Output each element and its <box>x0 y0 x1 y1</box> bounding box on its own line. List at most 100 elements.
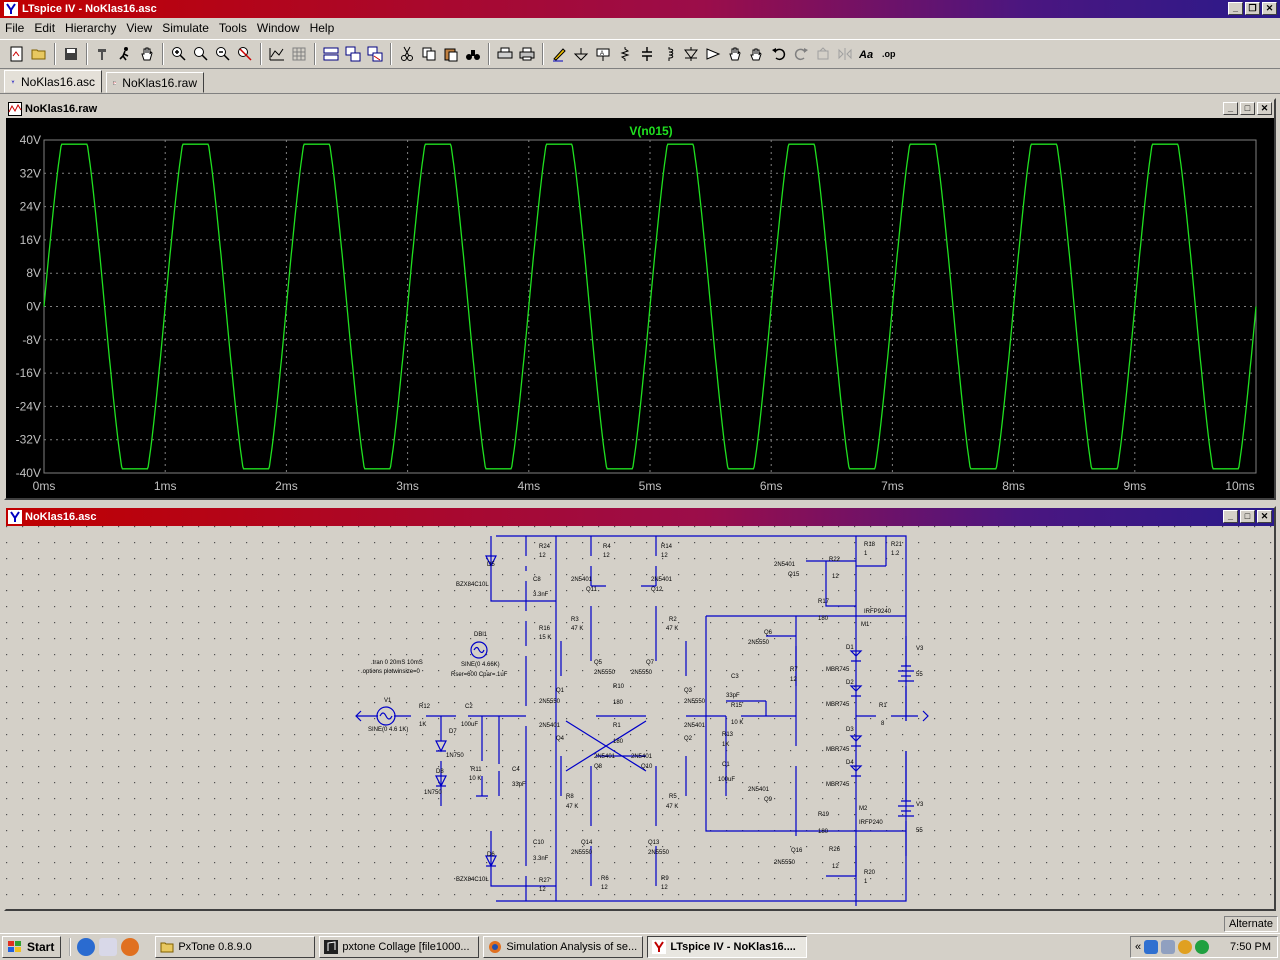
task-simulation-analysis[interactable]: Simulation Analysis of se... <box>483 936 644 958</box>
menu-hierarchy[interactable]: Hierarchy <box>65 21 117 35</box>
undo-button[interactable] <box>768 43 790 65</box>
control-panel-button[interactable] <box>92 43 114 65</box>
run-button[interactable] <box>114 43 136 65</box>
waveform-close-button[interactable]: ✕ <box>1257 102 1272 115</box>
redo-button[interactable] <box>790 43 812 65</box>
halt-button[interactable] <box>136 43 158 65</box>
text-button[interactable]: Aa <box>856 43 878 65</box>
close-button[interactable]: ✕ <box>1262 2 1277 15</box>
drag-button[interactable] <box>746 43 768 65</box>
menu-view[interactable]: View <box>126 21 153 35</box>
label-r24: R24 <box>539 544 551 550</box>
security-icon[interactable] <box>1178 940 1193 954</box>
menu-help[interactable]: Help <box>309 21 335 35</box>
restore-button[interactable]: ❐ <box>1245 2 1260 15</box>
waveform-minimize-button[interactable]: _ <box>1223 102 1238 115</box>
y-tick-label: 24V <box>20 200 41 214</box>
label-q1: Q1 <box>556 688 565 694</box>
zoom-fit-button[interactable] <box>234 43 256 65</box>
label-net-button[interactable]: A <box>592 43 614 65</box>
minimize-button[interactable]: _ <box>1228 2 1243 15</box>
tab-schematic[interactable]: NoKlas16.asc <box>4 70 102 93</box>
cascade-button[interactable] <box>342 43 364 65</box>
menu-window[interactable]: Window <box>256 21 300 35</box>
close-all-button[interactable] <box>364 43 386 65</box>
label-c8: C8 <box>533 577 541 583</box>
y-tick-label: 32V <box>20 166 41 180</box>
tile-horizontal-button[interactable] <box>320 43 342 65</box>
update-icon[interactable] <box>1195 940 1210 954</box>
label-q6-model: 2N5550 <box>748 640 770 646</box>
label-r1: R1 <box>613 723 621 729</box>
move-button[interactable] <box>724 43 746 65</box>
waveform-maximize-button[interactable]: □ <box>1240 102 1255 115</box>
trace-label[interactable]: V(n015) <box>629 124 672 138</box>
label-d8-value: 1N750 <box>424 790 442 796</box>
diode-icon <box>684 47 698 61</box>
trace-v-n015[interactable] <box>43 143 1257 470</box>
tab-waveform[interactable]: NoKlas16.raw <box>106 72 204 93</box>
ground-button[interactable] <box>570 43 592 65</box>
toolbar: A Aa .op <box>0 39 1280 69</box>
y-tick-label: -24V <box>16 399 41 413</box>
tray-expand-icon[interactable]: « <box>1135 941 1142 953</box>
copy-button[interactable] <box>418 43 440 65</box>
paste-button[interactable] <box>440 43 462 65</box>
desktop-icon[interactable] <box>99 938 118 956</box>
component-button[interactable] <box>702 43 724 65</box>
printer-icon <box>519 47 535 61</box>
label-c10: C10 <box>533 840 545 846</box>
schematic-close-button[interactable]: ✕ <box>1257 510 1272 523</box>
schematic-canvas[interactable]: .tran 0 20mS 10mS .options plotwinsize=0… <box>6 526 1274 907</box>
label-q13: Q13 <box>648 840 660 846</box>
label-q2: Q2 <box>684 736 693 742</box>
menu-edit[interactable]: Edit <box>34 21 56 35</box>
spice-directive-button[interactable]: .op <box>878 43 900 65</box>
menu-tools[interactable]: Tools <box>218 21 247 35</box>
spice-command-tran[interactable]: .tran 0 20mS 10mS <box>371 660 423 666</box>
inductor-button[interactable] <box>658 43 680 65</box>
label-dbl1-value: SINE(0 4.66K) <box>461 662 500 668</box>
schematic-minimize-button[interactable]: _ <box>1223 510 1238 523</box>
label-c2-value: 100uF <box>461 722 478 728</box>
monitor-icon[interactable] <box>1161 940 1176 954</box>
diode-button[interactable] <box>680 43 702 65</box>
pan-button[interactable] <box>190 43 212 65</box>
grid-button[interactable] <box>288 43 310 65</box>
cut-button[interactable] <box>396 43 418 65</box>
task-pxtone-collage[interactable]: pxtone Collage [file1000... <box>319 936 480 958</box>
print-button[interactable] <box>516 43 538 65</box>
capacitor-button[interactable] <box>636 43 658 65</box>
ie-icon[interactable] <box>77 938 96 956</box>
schematic-maximize-button[interactable]: □ <box>1240 510 1255 523</box>
spice-command-options[interactable]: .options plotwinsize=0 <box>361 669 421 675</box>
firefox-icon[interactable] <box>121 938 140 956</box>
network-icon[interactable] <box>1144 940 1159 954</box>
mirror-button[interactable] <box>834 43 856 65</box>
zoom-out-button[interactable] <box>212 43 234 65</box>
schematic-drawing[interactable]: .tran 0 20mS 10mS .options plotwinsize=0… <box>6 526 1274 907</box>
toolbar-separator <box>260 43 262 65</box>
print-preview-button[interactable] <box>494 43 516 65</box>
open-button[interactable] <box>28 43 50 65</box>
task-ltspice[interactable]: LTspice IV - NoKlas16.... <box>647 936 808 958</box>
new-schematic-button[interactable] <box>6 43 28 65</box>
zoom-area-button[interactable] <box>168 43 190 65</box>
label-q7-model: 2N5550 <box>631 670 653 676</box>
save-button[interactable] <box>60 43 82 65</box>
voltage-source-dbl1[interactable] <box>470 641 488 659</box>
menu-simulate[interactable]: Simulate <box>162 21 209 35</box>
draw-wire-button[interactable] <box>548 43 570 65</box>
rotate-button[interactable] <box>812 43 834 65</box>
task-pxtone[interactable]: PxTone 0.8.9.0 <box>155 936 316 958</box>
start-button[interactable]: Start <box>2 936 62 958</box>
autorange-button[interactable] <box>266 43 288 65</box>
voltage-source-v1[interactable] <box>376 706 396 726</box>
resistor-button[interactable] <box>614 43 636 65</box>
menu-file[interactable]: File <box>5 21 25 35</box>
find-button[interactable] <box>462 43 484 65</box>
label-d2-model: MBR745 <box>826 702 850 708</box>
toolbar-separator <box>162 43 164 65</box>
